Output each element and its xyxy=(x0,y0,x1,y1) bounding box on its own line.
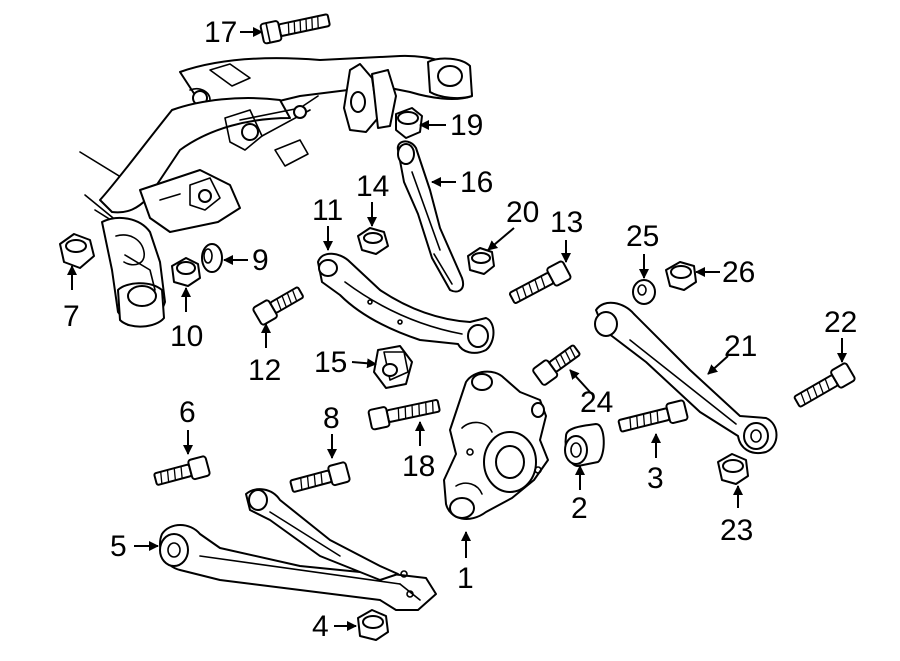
nut-7 xyxy=(59,233,95,269)
nut-4 xyxy=(357,609,389,641)
callout-5: 5 xyxy=(110,530,127,563)
bushing-nut-15 xyxy=(373,345,413,389)
callout-15: 15 xyxy=(314,346,347,379)
control-arm-11 xyxy=(317,252,495,354)
bolt-3 xyxy=(617,399,689,433)
callout-25: 25 xyxy=(626,220,659,253)
callout-11: 11 xyxy=(312,194,343,227)
callout-23: 23 xyxy=(720,514,753,547)
callout-17: 17 xyxy=(204,16,237,49)
bolt-13 xyxy=(508,260,572,305)
leader-20 xyxy=(487,227,515,251)
lower-control-arm-5 xyxy=(159,488,437,611)
callout-6: 6 xyxy=(179,396,196,429)
callout-3: 3 xyxy=(647,462,664,495)
callout-20: 20 xyxy=(506,196,539,229)
bolt-17 xyxy=(259,13,331,45)
nut-20 xyxy=(467,247,495,275)
nut-26 xyxy=(665,261,697,291)
control-arm-21 xyxy=(594,301,778,454)
callout-2: 2 xyxy=(571,492,588,525)
callout-12: 12 xyxy=(248,354,281,387)
leader-15 xyxy=(351,358,377,369)
washer-25 xyxy=(632,279,656,305)
callout-14: 14 xyxy=(356,170,389,203)
rear-subframe xyxy=(79,54,473,328)
callout-16: 16 xyxy=(460,166,493,199)
bolt-12 xyxy=(252,286,304,326)
bolt-18 xyxy=(367,399,441,431)
knuckle-1 xyxy=(443,370,549,520)
callout-19: 19 xyxy=(450,109,483,142)
callout-26: 26 xyxy=(722,256,755,289)
nut-14 xyxy=(357,227,389,255)
callout-7: 7 xyxy=(63,300,80,333)
callout-18: 18 xyxy=(402,450,435,483)
callout-21: 21 xyxy=(724,330,757,363)
nut-19 xyxy=(395,107,423,139)
leader-21 xyxy=(707,355,729,375)
bolt-6 xyxy=(153,455,211,486)
callout-1: 1 xyxy=(457,562,474,595)
callout-8: 8 xyxy=(323,402,340,435)
callout-13: 13 xyxy=(550,206,583,239)
nut-23 xyxy=(717,453,749,485)
bolt-22 xyxy=(793,362,856,408)
leader-24 xyxy=(569,369,591,393)
callout-9: 9 xyxy=(252,244,269,277)
callout-22: 22 xyxy=(824,306,857,339)
washer-9 xyxy=(201,243,223,273)
bolt-8 xyxy=(289,461,351,493)
bushing-2 xyxy=(564,423,605,467)
callout-24: 24 xyxy=(580,386,613,419)
callout-10: 10 xyxy=(170,320,203,353)
bolt-24 xyxy=(532,344,581,386)
nut-10 xyxy=(171,257,201,287)
callout-4: 4 xyxy=(312,610,329,643)
control-link-16 xyxy=(396,140,464,293)
